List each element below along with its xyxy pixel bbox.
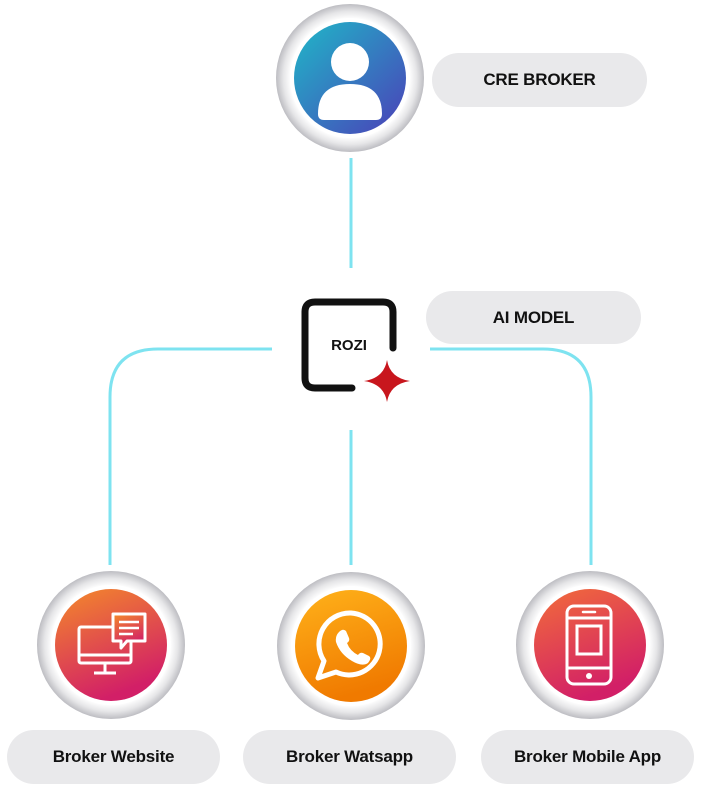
broker-mobile-app-label: Broker Mobile App — [481, 730, 694, 784]
rozi-logo: ROZI — [301, 298, 410, 402]
desktop-chat-icon — [77, 612, 147, 675]
rozi-logo-text: ROZI — [331, 337, 367, 354]
broker-website-node — [37, 571, 185, 719]
cre-broker-node — [276, 4, 424, 152]
ai-model-label: AI MODEL — [426, 291, 641, 344]
user-icon — [318, 43, 382, 120]
broker-website-label: Broker Website — [7, 730, 220, 784]
mobile-phone-icon — [565, 604, 613, 686]
broker-whatsapp-label: Broker Watsapp — [243, 730, 456, 784]
connector-right — [430, 347, 593, 565]
cre-broker-label: CRE BROKER — [432, 53, 647, 107]
sparkle-icon — [364, 360, 410, 402]
connector-left — [108, 347, 272, 565]
whatsapp-icon — [315, 610, 383, 681]
broker-whatsapp-node — [277, 572, 425, 720]
broker-mobile-app-node — [516, 571, 664, 719]
connectors — [108, 158, 593, 565]
